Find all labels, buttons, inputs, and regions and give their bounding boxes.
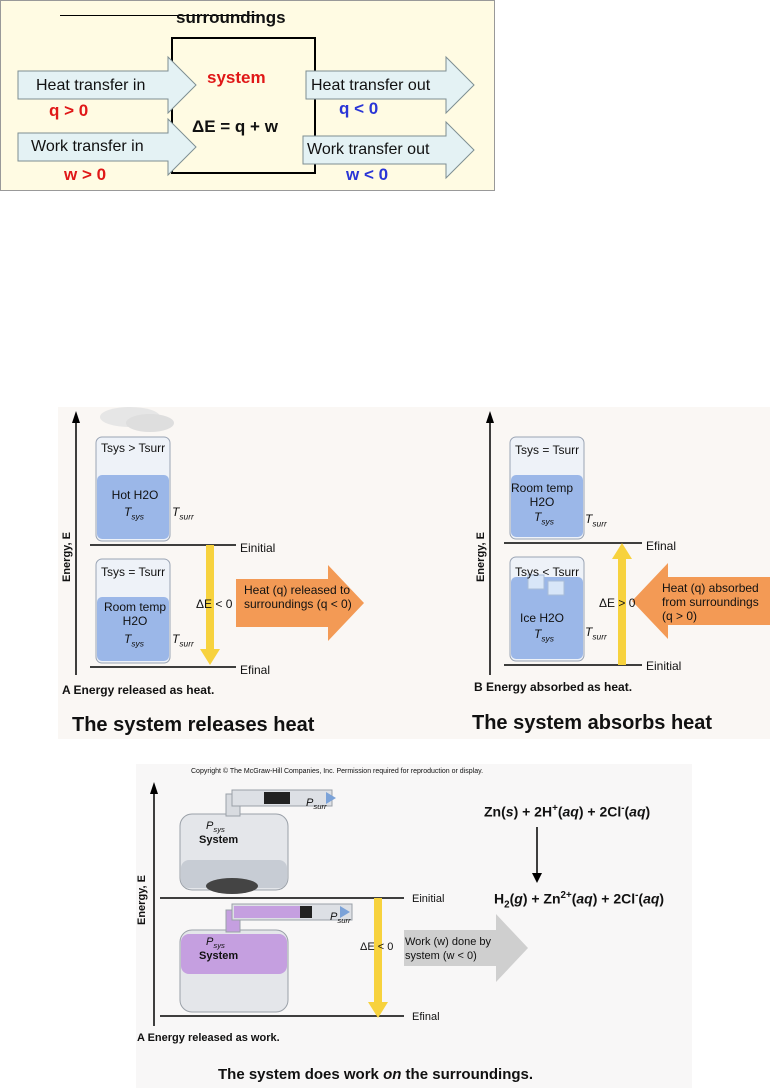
panel-b-bottom-beaker-text: Ice H2O [520,611,565,625]
panel-a-e-initial: Einitial [240,541,276,555]
work-out-sign: w < 0 [346,165,389,184]
panel-b-axis-label: Energy, E [475,532,487,582]
heat-out-sign: q < 0 [339,99,379,118]
products-equation: H2(g) + Zn2+(aq) + 2Cl-(aq) [494,890,665,911]
work-out-label: Work transfer out [307,141,430,158]
copyright-notice: Copyright © The McGraw-Hill Companies, I… [191,768,484,775]
panel-a-caption: A Energy released as heat. [62,683,215,697]
panel-c-caption: A Energy released as work. [137,1032,280,1044]
transfer-arrows [17,55,475,180]
panel-c-axis-label: Energy, E [136,875,148,925]
system-label-top: System [199,834,239,846]
p-surr-top: Psurr [306,797,327,812]
work-in-sign: w > 0 [64,165,107,184]
panel-b-tsurr-bottom: Tsurr [585,625,607,642]
panel-a-graphics [72,407,364,675]
panel-a-bottom-condition: Tsys = Tsurr [101,565,166,579]
reactants-equation: Zn(s) + 2H+(aq) + 2Cl-(aq) [484,803,651,820]
work-arrow-text: Work (w) done by system (w < 0) [405,936,491,962]
panel-c-graphics [150,782,528,1026]
p-surr-bottom: Psurr [330,911,351,926]
panel-b-delta-e: ΔE > 0 [599,596,636,610]
header-rule [60,15,260,16]
panel-b-heat-arrow-text: Heat (q) absorbed from surroundings (q >… [662,581,759,623]
panel-a-tsurr-bottom: Tsurr [172,632,194,649]
system-label: system [207,68,266,87]
heat-out-arrow [305,55,475,115]
panel-c-e-final: Efinal [412,1011,440,1023]
panel-a-delta-e: ΔE < 0 [196,597,233,611]
panel-b-tsys-top: Tsys [534,510,554,527]
work-in-label: Work transfer in [31,138,144,155]
panel-a-top-condition: Tsys > Tsurr [101,441,166,455]
panel-b-top-condition: Tsys = Tsurr [515,443,580,457]
panel-b-title: The system absorbs heat [472,712,713,734]
work-out-arrow [302,120,475,180]
panel-b-tsurr-top: Tsurr [585,512,607,529]
panel-a-tsys-top: Tsys [124,505,144,522]
panel-a-bottom-beaker-text: Room temp H2O [103,600,167,628]
system-surroundings-diagram: surroundings system ΔE = q + w Heat tran… [0,0,495,191]
surroundings-label: surroundings [176,8,286,27]
panel-a-tsys-bottom: Tsys [124,632,144,649]
p-sys-top: Psys [206,820,225,835]
panel-a-tsurr-top: Tsurr [172,505,194,522]
panel-b-top-beaker-text: Room temp H2O [510,481,574,509]
heat-out-label: Heat transfer out [311,77,431,94]
panel-b-bottom-condition: Tsys < Tsurr [515,565,580,579]
panel-b-e-initial: Einitial [646,659,682,673]
panel-a-title: The system releases heat [72,714,315,736]
heat-in-arrow [17,55,197,115]
system-box [171,37,316,174]
panel-a-e-final: Efinal [240,663,271,677]
panel-a-axis-label: Energy, E [61,532,73,582]
panel-c-e-initial: Einitial [412,893,445,905]
heat-panels-background [58,407,770,739]
panel-b-graphics [486,411,770,675]
system-label-bottom: System [199,950,239,962]
energy-equation: ΔE = q + w [192,117,278,136]
reaction-arrow [532,827,542,883]
work-in-arrow [17,117,197,177]
panel-a-top-beaker-text: Hot H2O [111,488,159,502]
p-sys-bottom: Psys [206,936,225,951]
panel-a-heat-arrow-text: Heat (q) released to surroundings (q < 0… [244,583,352,611]
heat-in-label: Heat transfer in [36,77,146,94]
heat-in-sign: q > 0 [49,101,89,120]
panel-b-tsys-bottom: Tsys [534,627,554,644]
panel-c-title: The system does work on the surroundings… [218,1066,534,1083]
panel-b-e-final: Efinal [646,539,677,553]
panel-c-delta-e: ΔE < 0 [360,941,394,953]
panel-b-caption: B Energy absorbed as heat. [474,680,633,694]
